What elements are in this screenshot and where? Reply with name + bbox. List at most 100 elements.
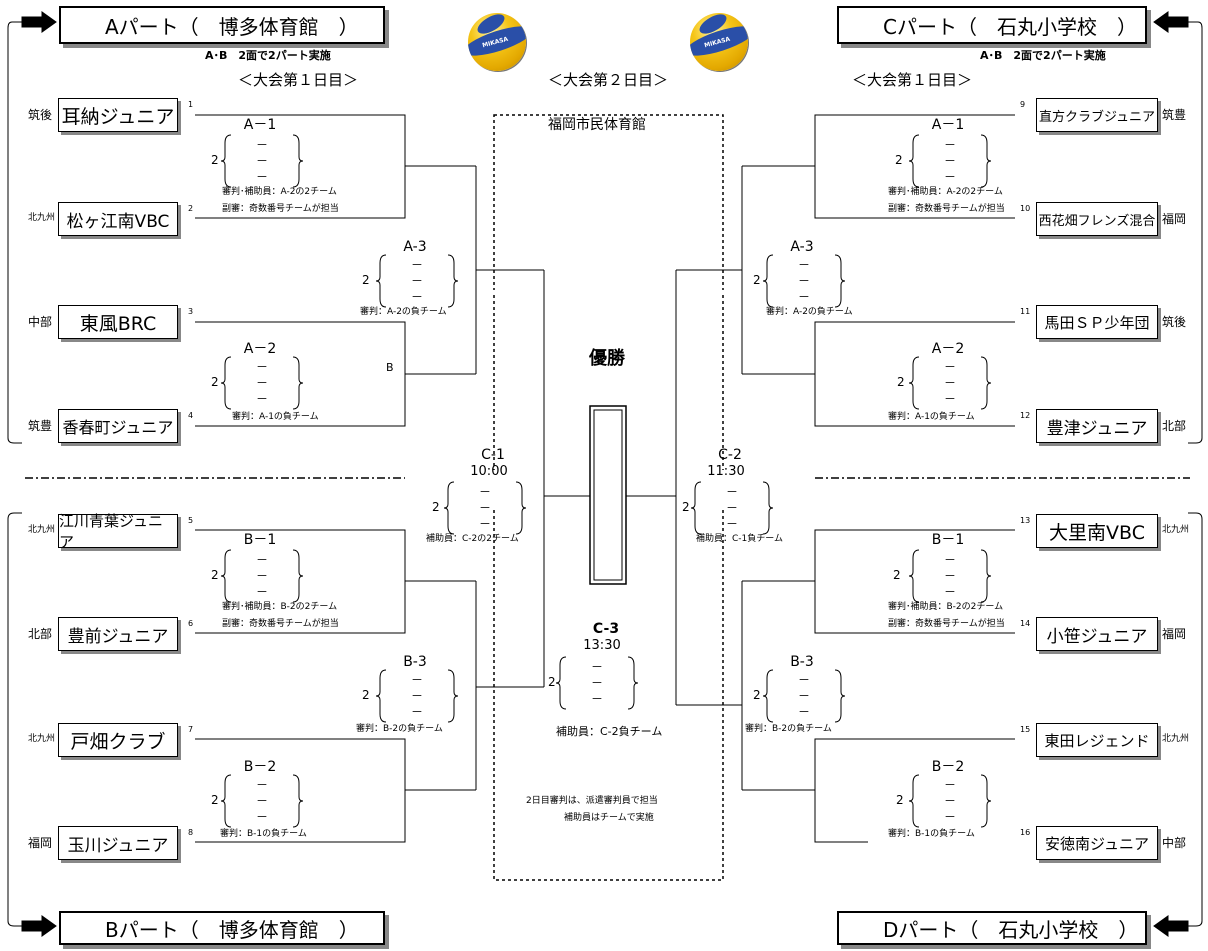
match-brace-left [220, 774, 232, 828]
match-label: B－2 [243, 759, 277, 775]
match-sets: 2 [753, 688, 761, 702]
team-name: 戸畑クラブ [70, 730, 166, 753]
team-name: 直方クラブジュニア [1038, 109, 1156, 125]
team-number: 3 [188, 307, 194, 316]
match-sets: 2 [211, 375, 219, 389]
match-label: A－1 [243, 117, 277, 133]
match-brace-left [220, 549, 232, 603]
team-prefecture: 北部 [28, 627, 53, 641]
team-number: 9 [1020, 100, 1026, 109]
team-prefecture: 筑豊 [1162, 108, 1187, 122]
subreferee-note: 副審：奇数番号チームが担当 [888, 619, 1005, 629]
ab-two-courts-note: A･B 2面で2パート実施 [205, 49, 331, 62]
match-time: 11:30 [707, 464, 745, 479]
team-number: 6 [188, 619, 194, 628]
team-number: 15 [1020, 725, 1031, 734]
team-name: 香春町ジュニア [62, 418, 174, 437]
match-brace-right [292, 134, 304, 188]
score-dash: － [797, 673, 810, 687]
score-dash: － [255, 794, 268, 808]
referee-note: 補助員：C-1負チーム [696, 534, 783, 544]
b-mark: B [386, 361, 394, 374]
score-dash: － [255, 569, 268, 583]
match-label: B－2 [931, 759, 965, 775]
team-box: 豊津ジュニア [1036, 409, 1158, 443]
team-name: 豊津ジュニア [1046, 418, 1148, 439]
score-dash: － [410, 689, 423, 703]
referee-note: 審判･補助員：B-2の2チーム [222, 602, 338, 612]
score-dash: － [943, 810, 956, 824]
match-label: B－1 [931, 532, 965, 548]
match-brace-right [627, 656, 639, 710]
team-box: 直方クラブジュニア [1036, 98, 1158, 132]
match-label: B-3 [790, 654, 814, 670]
match-brace-right [515, 481, 527, 535]
referee-note: 補助員：C-2負チーム [556, 725, 663, 738]
match-brace-left [375, 254, 387, 308]
match-brace-right [834, 669, 846, 723]
venue-day2: 福岡市民体育館 [548, 117, 646, 133]
team-prefecture: 北九州 [28, 213, 56, 223]
match-time: 13:30 [583, 638, 621, 653]
volleyball-icon: MIKASA [468, 13, 526, 71]
score-dash: － [943, 794, 956, 808]
match-label: A-3 [790, 239, 814, 255]
score-dash: － [410, 290, 423, 304]
team-prefecture: 福岡 [1162, 212, 1187, 226]
match-brace-right [447, 254, 459, 308]
team-number: 4 [188, 411, 194, 420]
team-box: 松ヶ江南VBC [58, 202, 178, 236]
team-number: 13 [1020, 516, 1031, 525]
team-number: 14 [1020, 619, 1031, 628]
score-dash: － [943, 569, 956, 583]
match-brace-right [834, 254, 846, 308]
match-label: A－1 [931, 117, 965, 133]
day2-assistant-note: 補助員はチームで実施 [564, 813, 654, 823]
referee-note: 審判：A-2の負チーム [766, 307, 853, 317]
team-box: 大里南VBC [1036, 514, 1158, 548]
team-box: 戸畑クラブ [58, 723, 178, 757]
team-number: 1 [188, 100, 194, 109]
team-box: 耳納ジュニア [58, 98, 178, 132]
match-sets: 2 [895, 153, 903, 167]
score-dash: － [410, 274, 423, 288]
team-prefecture: 筑後 [28, 108, 53, 122]
score-dash: － [590, 676, 603, 690]
team-box: 西花畑フレンズ混合 [1036, 202, 1158, 236]
match-sets: 2 [211, 153, 219, 167]
match-brace-right [980, 134, 992, 188]
match-brace-left [690, 481, 702, 535]
score-dash: － [255, 778, 268, 792]
referee-note: 審判：A-1の負チーム [888, 412, 975, 422]
team-name: 安徳南ジュニア [1045, 834, 1149, 853]
score-dash: － [255, 360, 268, 374]
match-sets: 2 [432, 500, 440, 514]
team-name: 東田レジェンド [1044, 731, 1150, 750]
team-name: 江川青葉ジュニア [59, 512, 163, 551]
referee-note: 補助員：C-2の2チーム [426, 534, 519, 544]
score-dash: － [255, 553, 268, 567]
match-brace-left [908, 774, 920, 828]
team-name: 豊前ジュニア [67, 626, 169, 647]
referee-note: 審判：B-1の負チーム [220, 829, 307, 839]
match-sets: 2 [682, 500, 690, 514]
score-dash: － [725, 485, 738, 499]
match-brace-right [292, 356, 304, 410]
score-dash: － [797, 290, 810, 304]
team-number: 11 [1020, 307, 1031, 316]
match-label: A－2 [931, 341, 965, 357]
match-label: C-1 [481, 447, 505, 463]
match-brace-left [555, 656, 567, 710]
team-prefecture: 北九州 [28, 734, 56, 744]
team-name: 大里南VBC [1049, 521, 1145, 544]
match-sets: 2 [211, 793, 219, 807]
match-brace-left [220, 356, 232, 410]
match-brace-right [292, 549, 304, 603]
team-number: 10 [1020, 204, 1031, 213]
team-number: 7 [188, 725, 194, 734]
match-sets: 2 [893, 568, 901, 582]
team-number: 2 [188, 204, 194, 213]
match-brace-right [980, 356, 992, 410]
